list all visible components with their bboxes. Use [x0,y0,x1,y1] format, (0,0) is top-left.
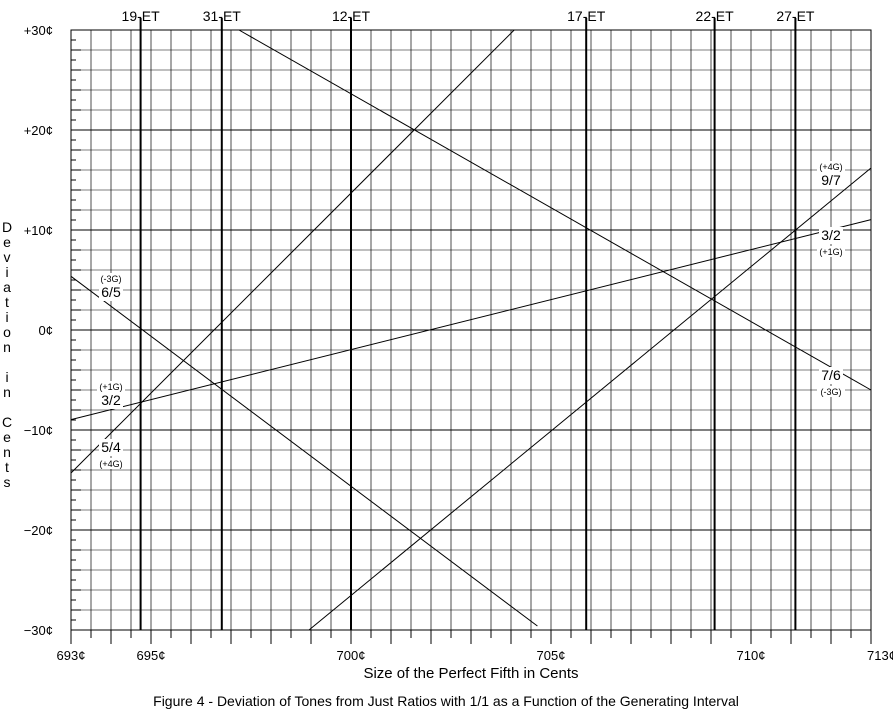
ratio-label-bg [99,392,123,409]
et-label: 22-ET [696,8,735,24]
et-label: 17-ET [567,8,606,24]
ratio-label-bg [99,439,123,456]
y-axis-label-letter: D [2,219,12,235]
y-tick-label-bg [16,221,54,238]
ratio-label-bg [819,367,843,384]
y-axis-label-letter: C [2,414,12,430]
y-tick-label-bg [16,321,54,338]
plot-frame [70,29,872,631]
y-tick-label: −20¢ [24,523,53,538]
y-tick-label: −10¢ [24,423,53,438]
steps-label: (+4G) [819,162,842,172]
tick-labels: 19-ET 31-ET 12-ET 17-ET 22-ET 27-ET +30¢ +20¢ +1… [16,8,893,663]
y-axis-label-letter: v [4,249,11,265]
x-axis-label: Size of the Perfect Fifth in Cents [363,665,578,682]
y-axis-label-letter: o [3,324,11,340]
ratio-label: 3/2 [821,227,841,243]
y-axis-label-letter: a [3,279,11,295]
steps-label: (+1G) [819,247,842,257]
y-tick-label: +30¢ [24,23,53,38]
y-axis-label-letter: e [3,234,11,250]
steps-label-bg [817,161,845,172]
steps-label: (+1G) [99,382,122,392]
x-tick-label: 710¢ [737,648,766,663]
ratio-label-bg [819,172,843,189]
steps-label: (+4G) [99,459,122,469]
ratio-label: 3/2 [101,392,121,408]
y-tick-label: +20¢ [24,123,53,138]
ratio-label: 6/5 [101,284,121,300]
ratio-label-bg [819,227,843,244]
ratio-label: 9/7 [821,172,841,188]
ratio-label: 5/4 [101,439,121,455]
series-line-3 [70,29,515,474]
series-line-5 [238,29,872,391]
y-tick-label-bg [16,621,54,638]
y-axis-label-letter: n [3,444,11,460]
y-axis-label-letter: t [5,459,9,475]
x-tick-label: 713¢ [867,648,893,663]
figure-caption: Figure 4 - Deviation of Tones from Just … [153,693,739,709]
steps-label-bg [97,458,125,469]
y-tick-label-bg [16,521,54,538]
ratio-label: 7/6 [821,367,841,383]
x-tick-label: 700¢ [337,648,366,663]
steps-label: (-3G) [101,274,122,284]
y-axis-label-letter: e [3,429,11,445]
x-tick-label: 693¢ [57,648,86,663]
et-label: 31-ET [203,8,242,24]
y-tick-label-bg [16,21,54,38]
y-axis-label-letter: i [5,264,8,280]
y-axis-label-letter: i [5,369,8,385]
series-labels: 3/2(+1G)3/2(+1G)9/7(+4G)5/4(+4G)6/5(-3G)… [97,161,845,469]
steps-label-bg [97,273,125,284]
et-label: 12-ET [332,8,371,24]
ratio-label-bg [99,284,123,301]
steps-label-bg [97,381,125,392]
series-line-1 [70,219,872,421]
major-grid [71,129,871,531]
y-tick-label-bg [16,121,54,138]
steps-label: (-3G) [821,387,842,397]
series-line-4 [70,275,538,627]
y-axis-label-letter: n [3,339,11,355]
y-axis-label-letter: s [4,474,11,490]
steps-label-bg [817,246,845,257]
y-axis-label-letter: n [3,384,11,400]
series-line-2 [308,167,872,631]
et-label: 27-ET [776,8,815,24]
y-tick-label: 0¢ [39,323,53,338]
et-label: 19-ET [122,8,161,24]
equal-temperament-lines [139,18,797,630]
steps-label-bg [817,386,845,397]
y-axis-label-letter: t [5,294,9,310]
x-tick-label: 705¢ [537,648,566,663]
x-tick-label: 695¢ [137,648,166,663]
y-tick-label: −30¢ [24,623,53,638]
y-tick-label: +10¢ [24,223,53,238]
y-tick-label-bg [16,421,54,438]
y-axis-label-letter: i [5,309,8,325]
series-lines [70,29,872,631]
